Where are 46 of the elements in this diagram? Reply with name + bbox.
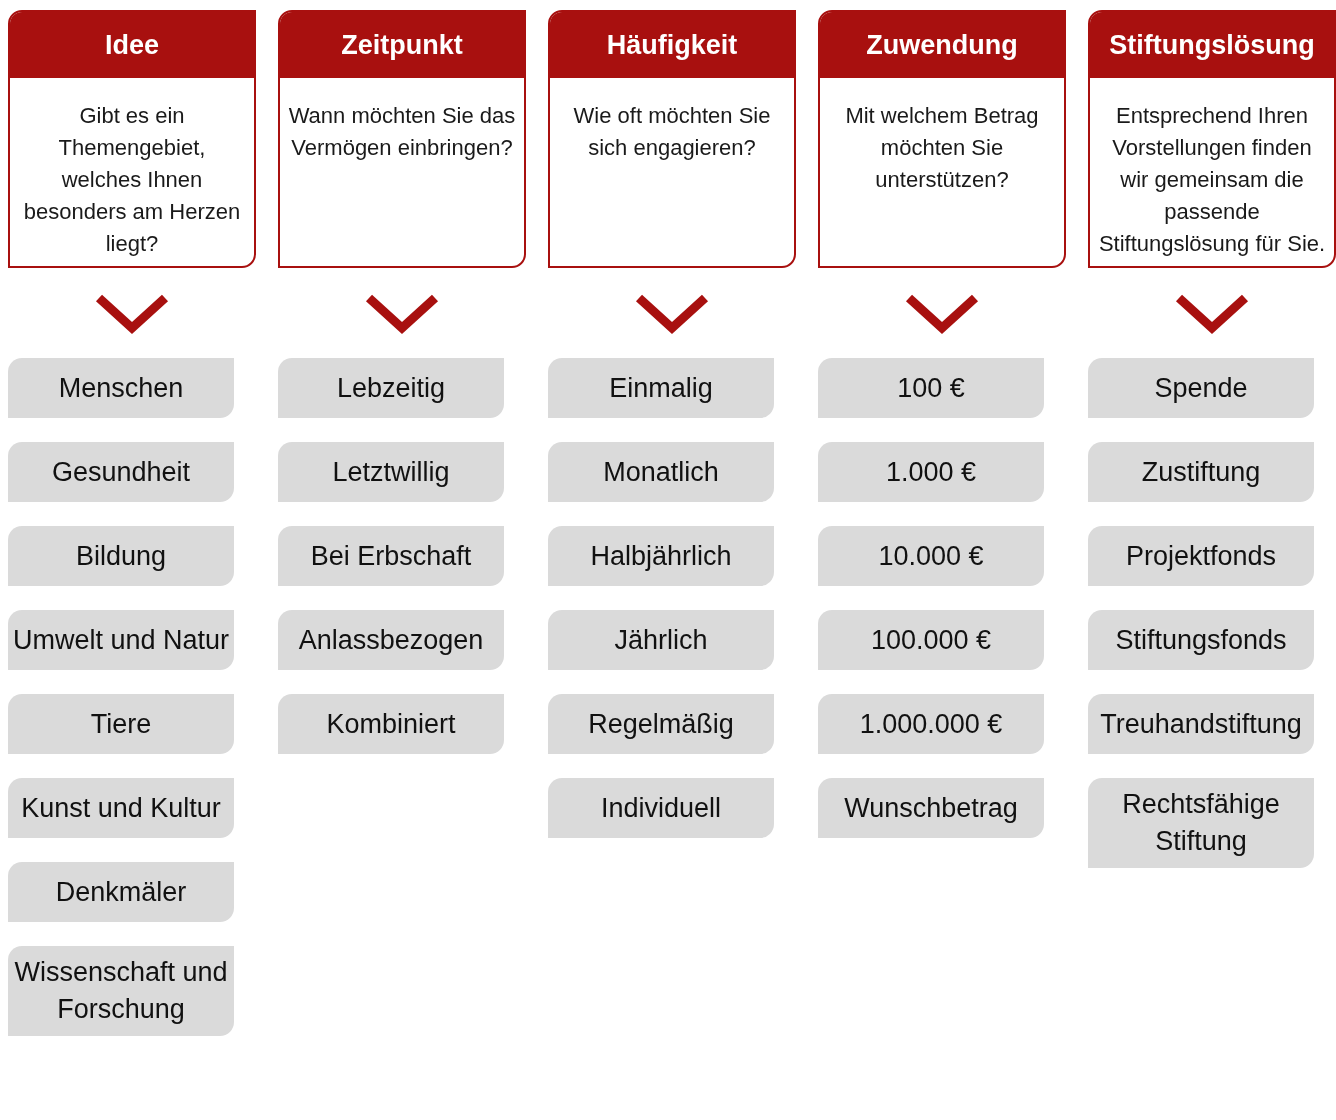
category-card [1088,10,1336,268]
option-box: Denkmäler [8,862,234,922]
option-box: 100.000 € [818,610,1044,670]
card-title: Zeitpunkt [280,12,524,78]
option-box: Menschen [8,358,234,418]
option-box: Projektfonds [1088,526,1314,586]
card-title: Idee [10,12,254,78]
option-box: 10.000 € [818,526,1044,586]
option-box: Einmalig [548,358,774,418]
option-box: Bei Erbschaft [278,526,504,586]
option-box: Monatlich [548,442,774,502]
option-box: Zustiftung [1088,442,1314,502]
option-box: Letztwillig [278,442,504,502]
option-box: Jährlich [548,610,774,670]
option-box: Gesundheit [8,442,234,502]
card-question: Gibt es ein Themengebiet, welches Ihnen besonders am Herzen liegt? [22,102,242,258]
category-card [278,10,526,268]
option-box: 100 € [818,358,1044,418]
option-box: Umwelt und Natur [8,610,234,670]
card-question: Mit welchem Betrag möchten Sie unterstützen? [844,102,1040,194]
category-card [818,10,1066,268]
option-box: Regelmäßig [548,694,774,754]
card-title: Zuwendung [820,12,1064,78]
option-box: Rechtsfähige Stiftung [1088,778,1314,868]
card-question: Entsprechend Ihren Vorstellungen finden wir gemeinsam die passende Stiftungslösung für Sie. [1097,102,1327,258]
option-box: Kombiniert [278,694,504,754]
option-box: Stiftungsfonds [1088,610,1314,670]
option-box: 1.000.000 € [818,694,1044,754]
option-box: Anlassbezogen [278,610,504,670]
card-title: Stiftungslösung [1090,12,1334,78]
category-card [8,10,256,268]
card-question: Wann möchten Sie das Vermögen einbringen? [287,102,517,162]
option-box: Treuhandstiftung [1088,694,1314,754]
option-box: 1.000 € [818,442,1044,502]
option-box: Tiere [8,694,234,754]
option-box: Kunst und Kultur [8,778,234,838]
option-box: Individuell [548,778,774,838]
option-box: Lebzeitig [278,358,504,418]
option-box: Spende [1088,358,1314,418]
option-box: Halbjährlich [548,526,774,586]
card-title: Häufigkeit [550,12,794,78]
category-card [548,10,796,268]
option-box: Wissenschaft und Forschung [8,946,234,1036]
card-question: Wie oft möchten Sie sich engagieren? [572,102,772,162]
option-box: Wunschbetrag [818,778,1044,838]
option-box: Bildung [8,526,234,586]
